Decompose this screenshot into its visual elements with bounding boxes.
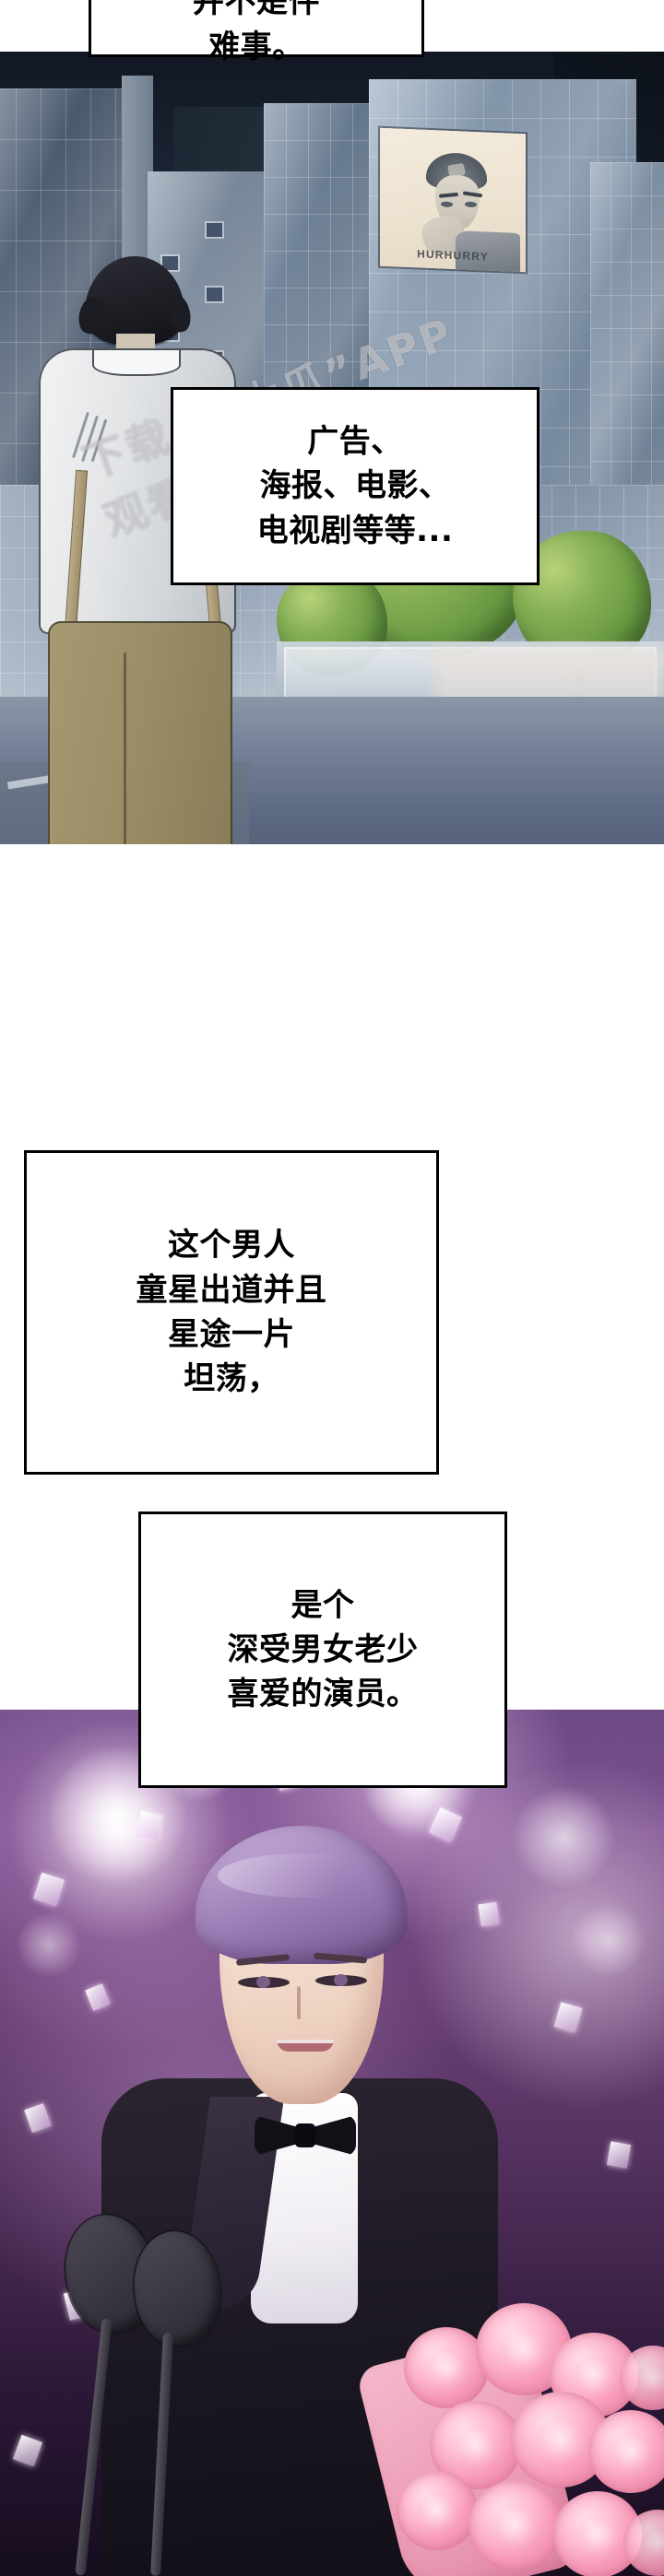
- caption-3-line-4: 坦荡，: [184, 1360, 279, 1398]
- caption-4-line-2: 深受男女老少: [227, 1630, 419, 1668]
- caption-3-line-2: 童星出道并且: [136, 1271, 327, 1309]
- man-collar: [92, 348, 181, 376]
- caption-2-line-2: 海报、电影、: [259, 467, 451, 505]
- caption-box-4: 是个 深受男女老少 喜爱的演员。: [138, 1511, 507, 1788]
- man-trousers: [48, 621, 232, 844]
- caption-box-1: 并不是件 难事。: [89, 0, 424, 65]
- billboard-poster: HURHURRY: [380, 127, 526, 273]
- man-smile: [277, 2040, 334, 2052]
- bow-tie: [255, 2115, 356, 2156]
- caption-box-2: 广告、 海报、电影、 电视剧等等...: [171, 387, 540, 585]
- caption-1-line-2: 难事。: [208, 28, 304, 65]
- caption-4-line-1: 是个: [290, 1586, 355, 1624]
- rose-bouquet: [355, 2272, 664, 2576]
- caption-box-3: 这个男人 童星出道并且 星途一片 坦荡，: [24, 1150, 439, 1475]
- billboard-model-portrait: [402, 149, 520, 273]
- caption-2-line-1: 广告、: [307, 423, 403, 461]
- caption-4-line-3: 喜爱的演员。: [227, 1676, 419, 1713]
- caption-1-line-1: 并不是件: [193, 0, 320, 21]
- man-hair: [85, 256, 184, 345]
- caption-2-line-3: 电视剧等等...: [256, 512, 454, 549]
- caption-3-line-1: 这个男人: [168, 1227, 295, 1264]
- man-hair-styled: [196, 1826, 408, 1964]
- caption-3-line-3: 星途一片: [168, 1316, 295, 1353]
- man-nose: [297, 1986, 301, 2019]
- stage-panel: [0, 1710, 664, 2576]
